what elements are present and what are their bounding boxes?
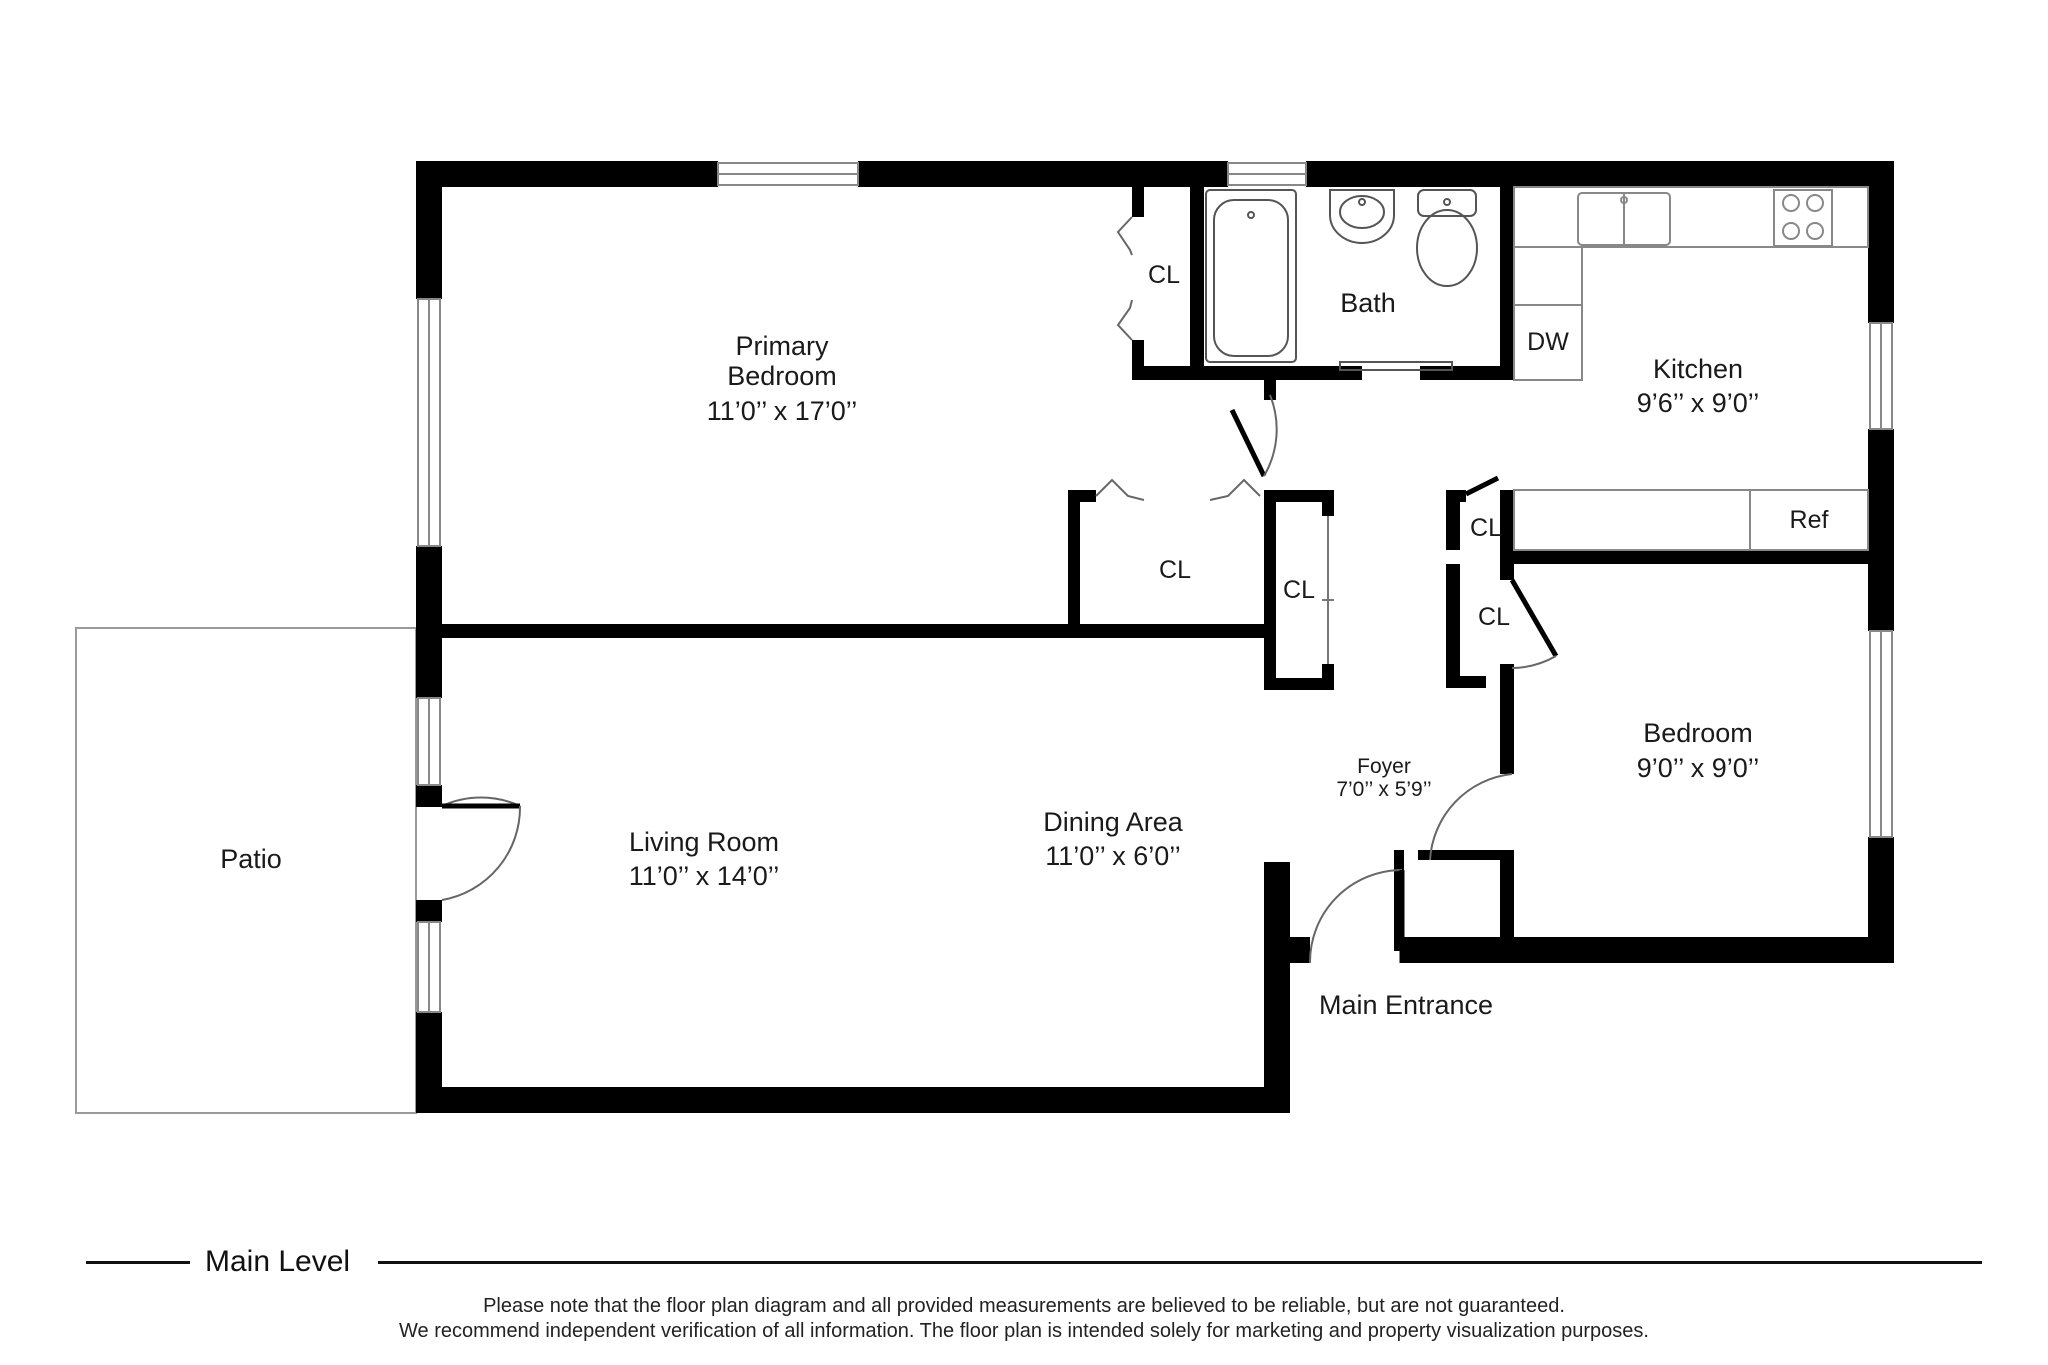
kitchen-fixtures — [1513, 186, 1869, 551]
main-entrance-label: Main Entrance — [1319, 990, 1493, 1020]
stove-icon — [1773, 189, 1833, 247]
patio-outline — [75, 627, 417, 1114]
kitchen-name: Kitchen — [1653, 354, 1743, 384]
toilet-icon — [1417, 189, 1477, 217]
closet-label-kitchen: CL — [1470, 514, 1502, 542]
interior-walls — [442, 187, 1880, 951]
bedroom-dims: 9’0’’ x 9’0’’ — [1637, 753, 1760, 783]
living-room-name: Living Room — [629, 827, 779, 857]
living-room-dims: 11’0’’ x 14’0’’ — [629, 861, 780, 891]
counter-left — [1513, 246, 1583, 381]
rule-right — [378, 1261, 1982, 1264]
disclaimer-line-2: We recommend independent verification of… — [399, 1320, 1649, 1342]
closet-label-top: CL — [1148, 261, 1180, 289]
disclaimer-line-1: Please note that the floor plan diagram … — [483, 1295, 1565, 1317]
dishwasher-label: DW — [1527, 328, 1569, 356]
windows — [417, 162, 1893, 1013]
room-labels: Primary Bedroom 11’0’’ x 17’0’’ Bath Kit… — [220, 261, 1828, 1020]
foyer-name: Foyer — [1357, 755, 1411, 778]
foyer-dims: 7’0’’ x 5’9’’ — [1336, 778, 1431, 801]
refrigerator-box — [1749, 489, 1869, 551]
exterior-walls — [416, 161, 1894, 1113]
bath-fixtures — [1205, 189, 1478, 371]
patio-name: Patio — [220, 844, 282, 874]
dining-area-name: Dining Area — [1043, 807, 1184, 837]
dishwasher-box — [1513, 304, 1583, 381]
primary-bedroom-name-2: Bedroom — [727, 361, 837, 391]
closet-label-hall-large: CL — [1159, 556, 1191, 584]
level-title: Main Level — [205, 1245, 351, 1278]
closet-label-hall-small: CL — [1283, 576, 1315, 604]
counter-top — [1513, 186, 1869, 248]
floor-plan: Primary Bedroom 11’0’’ x 17’0’’ Bath Kit… — [75, 161, 1894, 1114]
refrigerator-label: Ref — [1790, 506, 1829, 534]
rule-left — [86, 1261, 190, 1264]
closet-label-bedroom: CL — [1478, 603, 1510, 631]
bath-name: Bath — [1340, 288, 1396, 318]
kitchen-dims: 9’6’’ x 9’0’’ — [1637, 388, 1760, 418]
primary-bedroom-dims: 11’0’’ x 17’0’’ — [707, 396, 858, 426]
bedroom-name: Bedroom — [1643, 718, 1753, 748]
footer: Main Level Please note that the floor pl… — [0, 1240, 2048, 1365]
sink-icon — [1329, 189, 1395, 244]
door-swings — [441, 216, 1559, 964]
dining-area-dims: 11’0’’ x 6’0’’ — [1045, 841, 1181, 871]
closet-door-lines — [1322, 516, 1334, 664]
bathtub-icon — [1205, 189, 1297, 363]
primary-bedroom-name-1: Primary — [736, 331, 829, 361]
